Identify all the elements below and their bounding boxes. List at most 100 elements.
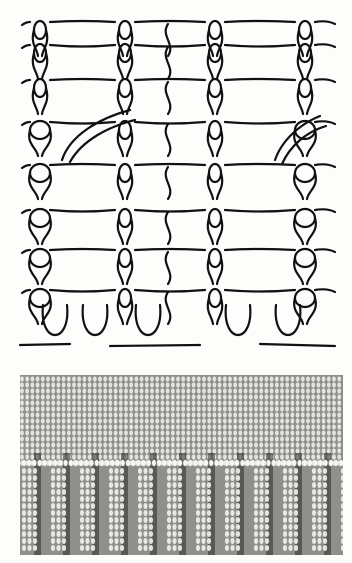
fabric-stitch [201, 489, 205, 495]
fabric-stitch [135, 442, 139, 447]
stitch-loop [34, 44, 46, 62]
fabric-stitch [223, 388, 227, 393]
fabric-stitch [88, 376, 92, 381]
fabric-stitch [259, 430, 263, 435]
fabric-stitch [67, 430, 71, 435]
fabric-stitch [62, 489, 66, 495]
fabric-stitch [294, 496, 298, 502]
fabric-stitch [228, 412, 232, 417]
fabric-stitch [109, 468, 113, 474]
fabric-stitch [213, 406, 217, 411]
loop-leg [166, 252, 171, 284]
fabric-stitch [22, 524, 26, 530]
fabric-stitch [62, 394, 66, 399]
fabric-stitch [218, 424, 222, 429]
fabric-stitch [114, 475, 118, 481]
fabric-stitch [254, 496, 258, 502]
stitch-loop [119, 164, 131, 182]
fabric-stitch [223, 442, 227, 447]
fabric-stitch [306, 406, 310, 411]
fabric-stitch [239, 382, 243, 387]
fabric-stitch [93, 382, 97, 387]
fabric-stitch [176, 418, 180, 423]
fabric-stitch [119, 400, 123, 405]
fabric-stitch [317, 531, 321, 537]
fabric-stitch [120, 517, 124, 523]
fabric-stitch [223, 430, 227, 435]
fabric-stitch [83, 406, 87, 411]
fabric-stitch [312, 531, 316, 537]
fabric-stitch [244, 442, 248, 447]
fabric-stitch [171, 442, 175, 447]
fabric-stitch [225, 524, 229, 530]
fabric-stitch [213, 394, 217, 399]
fabric-stitch [143, 503, 147, 509]
fabric-stitch [103, 406, 107, 411]
fabric-stitch [25, 400, 29, 405]
fabric-stitch [91, 510, 95, 516]
fabric-stitch [225, 460, 229, 466]
fabric-stitch [20, 424, 24, 429]
fabric-stitch [265, 482, 269, 488]
fabric-stitch [285, 430, 289, 435]
stitch-loop [119, 79, 131, 97]
fabric-stitch [56, 510, 60, 516]
fabric-stitch [254, 400, 258, 405]
yarn-float [50, 79, 115, 80]
fabric-stitch [327, 418, 331, 423]
fabric-stitch [301, 412, 305, 417]
fabric-stitch [149, 517, 153, 523]
fabric-stitch [155, 394, 159, 399]
fabric-stitch [124, 382, 128, 387]
fabric-stitch [98, 406, 102, 411]
fabric-stitch [85, 496, 89, 502]
stitch-loop [209, 249, 221, 267]
fabric-stitch [79, 460, 83, 466]
fabric-stitch [119, 430, 123, 435]
fabric-stitch [85, 545, 89, 551]
fabric-stitch [207, 382, 211, 387]
fabric-stitch [223, 376, 227, 381]
fabric-stitch [172, 482, 176, 488]
stitch-loop [119, 209, 131, 227]
fabric-stitch [187, 400, 191, 405]
fabric-stitch [207, 418, 211, 423]
fabric-stitch [166, 394, 170, 399]
fabric-stitch [288, 531, 292, 537]
fabric-stitch [317, 430, 321, 435]
fabric-stitch [259, 376, 263, 381]
fabric-stitch [109, 376, 113, 381]
fabric-stitch [72, 430, 76, 435]
fabric-stitch [283, 545, 287, 551]
fabric-stitch [120, 503, 124, 509]
fabric-stitch [20, 454, 24, 459]
fabric-stitch [322, 406, 326, 411]
fabric-stitch [150, 448, 154, 453]
fabric-stitch [83, 424, 87, 429]
fabric-stitch [109, 406, 113, 411]
fabric-stitch [291, 382, 295, 387]
fabric-stitch [103, 376, 107, 381]
fabric-stitch [249, 400, 253, 405]
fabric-stitch [291, 412, 295, 417]
fabric-stitch [202, 382, 206, 387]
fabric-stitch [62, 406, 66, 411]
fabric-stitch [239, 406, 243, 411]
fabric-stitch [265, 524, 269, 530]
fabric-stitch [172, 503, 176, 509]
fabric-stitch [120, 531, 124, 537]
fabric-stitch [308, 460, 312, 466]
fabric-stitch [36, 430, 40, 435]
fabric-stitch [27, 510, 31, 516]
fabric-stitch [138, 496, 142, 502]
fabric-stitch [323, 531, 327, 537]
fabric-stitch [228, 394, 232, 399]
fabric-stitch [109, 496, 113, 502]
fabric-stitch [275, 412, 279, 417]
fabric-stitch [143, 524, 147, 530]
fabric-stitch [62, 517, 66, 523]
fabric-stitch [306, 448, 310, 453]
fabric-stitch [254, 376, 258, 381]
fabric-stitch [197, 388, 201, 393]
fabric-stitch [31, 400, 35, 405]
